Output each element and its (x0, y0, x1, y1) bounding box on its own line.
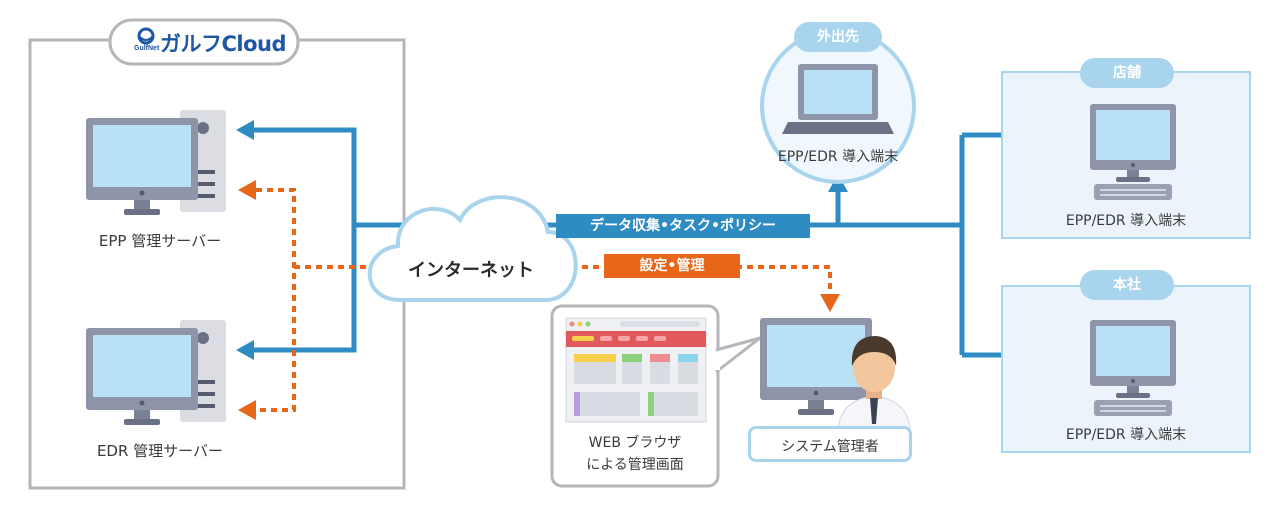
remote-laptop-icon (782, 64, 894, 134)
admin-person-icon (837, 336, 911, 431)
arrow-to-epp-server (236, 120, 254, 140)
settings-arrowheads (238, 180, 840, 420)
remote-badge: 外出先 (794, 22, 882, 52)
hq-device-label: EPP/EDR 導入端末 (1065, 427, 1187, 443)
edr-server-label: EDR 管理サーバー (96, 442, 224, 460)
brand-badge (108, 18, 300, 66)
hq-desktop-icon (1089, 319, 1177, 417)
store-badge: 店舗 (1080, 58, 1174, 88)
browser-mockup-icon (565, 317, 707, 423)
epp-server-label: EPP 管理サーバー (98, 232, 222, 250)
arrow-settings-admin (820, 294, 840, 312)
admin-label: システム管理者 (748, 426, 912, 462)
internet-label: インターネット (408, 260, 534, 281)
gulfnet-logo-text: GulfNet (134, 45, 160, 52)
settings-flow-label: 設定•管理 (604, 254, 740, 278)
remote-device-label: EPP/EDR 導入端末 (777, 149, 899, 165)
arrow-settings-edr (238, 400, 256, 420)
arrow-settings-epp (238, 180, 256, 200)
gulfnet-logo-icon (137, 27, 155, 45)
browser-caption-line2: による管理画面 (586, 457, 684, 473)
store-device-label: EPP/EDR 導入端末 (1065, 213, 1187, 229)
store-desktop-icon (1089, 103, 1177, 201)
hq-badge: 本社 (1080, 270, 1174, 300)
internet-cloud-icon (367, 195, 578, 302)
speech-tail (715, 336, 762, 374)
data-flow-label: データ収集•タスク•ポリシー (556, 214, 810, 238)
browser-caption-line1: WEB ブラウザ (588, 435, 682, 451)
arrow-to-edr-server (236, 340, 254, 360)
brand-name: ガルフCloud (160, 32, 287, 56)
